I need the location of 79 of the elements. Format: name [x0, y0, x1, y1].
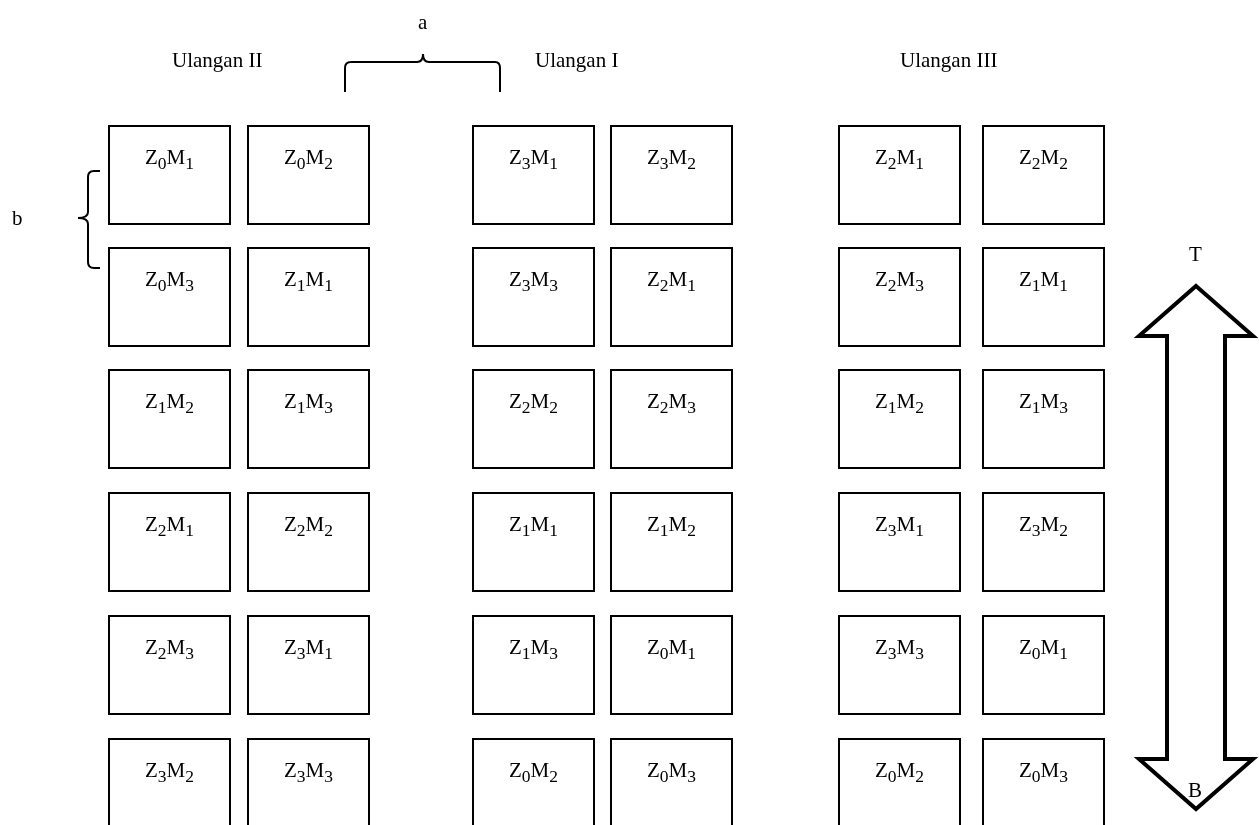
plot-box: [472, 492, 595, 592]
plot-code: Z$_{3}$M$_{1}$: [875, 512, 924, 542]
dimension-label: a: [418, 10, 428, 35]
plot-box: [472, 369, 595, 469]
plot-code: Z$_{1}$M$_{3}$: [509, 635, 558, 665]
plot-box: [247, 615, 370, 715]
plot-box: [108, 615, 231, 715]
plot-box: [108, 738, 231, 825]
dimension-label: b: [12, 206, 23, 231]
plot-box: [108, 492, 231, 592]
plot-code: Z$_{2}$M$_{3}$: [647, 389, 696, 419]
plot-box: [838, 247, 961, 347]
plot-code: Z$_{2}$M$_{1}$: [145, 512, 194, 542]
plot-box: [108, 369, 231, 469]
plot-code: Z$_{3}$M$_{1}$: [284, 635, 333, 665]
plot-code: Z$_{0}$M$_{3}$: [145, 267, 194, 297]
plot-code: Z$_{0}$M$_{2}$: [509, 758, 558, 788]
plot-code: Z$_{1}$M$_{2}$: [145, 389, 194, 419]
plot-box: [838, 125, 961, 225]
plot-code: Z$_{0}$M$_{1}$: [647, 635, 696, 665]
plot-code: Z$_{2}$M$_{1}$: [875, 145, 924, 175]
plot-code: Z$_{3}$M$_{2}$: [145, 758, 194, 788]
plot-code: Z$_{3}$M$_{1}$: [509, 145, 558, 175]
plot-box: [838, 492, 961, 592]
plot-box: [982, 615, 1105, 715]
plot-box: [838, 369, 961, 469]
plot-code: Z$_{2}$M$_{2}$: [284, 512, 333, 542]
plot-box: [108, 125, 231, 225]
plot-code: Z$_{3}$M$_{3}$: [509, 267, 558, 297]
plot-code: Z$_{0}$M$_{3}$: [1019, 758, 1068, 788]
plot-code: Z$_{0}$M$_{2}$: [284, 145, 333, 175]
plot-code: Z$_{2}$M$_{3}$: [875, 267, 924, 297]
plot-box: [610, 125, 733, 225]
plot-code: Z$_{0}$M$_{3}$: [647, 758, 696, 788]
plot-box: [610, 369, 733, 469]
plot-code: Z$_{3}$M$_{2}$: [1019, 512, 1068, 542]
plot-code: Z$_{2}$M$_{2}$: [1019, 145, 1068, 175]
plot-code: Z$_{3}$M$_{3}$: [284, 758, 333, 788]
plot-box: [982, 125, 1105, 225]
plot-box: [838, 738, 961, 825]
plot-code: Z$_{0}$M$_{2}$: [875, 758, 924, 788]
plot-box: [610, 615, 733, 715]
plot-box: [472, 738, 595, 825]
plot-code: Z$_{1}$M$_{2}$: [647, 512, 696, 542]
plot-box: [247, 369, 370, 469]
plot-code: Z$_{1}$M$_{1}$: [1019, 267, 1068, 297]
plot-code: Z$_{1}$M$_{1}$: [509, 512, 558, 542]
block-title: Ulangan II: [172, 48, 263, 73]
direction-label: T: [1189, 242, 1202, 267]
plot-code: Z$_{2}$M$_{2}$: [509, 389, 558, 419]
plot-code: Z$_{0}$M$_{1}$: [1019, 635, 1068, 665]
plot-box: [472, 247, 595, 347]
plot-code: Z$_{2}$M$_{1}$: [647, 267, 696, 297]
plot-code: Z$_{3}$M$_{2}$: [647, 145, 696, 175]
plot-box: [247, 738, 370, 825]
block-title: Ulangan III: [900, 48, 998, 73]
plot-box: [982, 369, 1105, 469]
plot-code: Z$_{1}$M$_{3}$: [1019, 389, 1068, 419]
plot-box: [838, 615, 961, 715]
plot-box: [610, 492, 733, 592]
plot-code: Z$_{3}$M$_{3}$: [875, 635, 924, 665]
plot-code: Z$_{0}$M$_{1}$: [145, 145, 194, 175]
direction-label: B: [1188, 778, 1202, 803]
plot-box: [247, 125, 370, 225]
plot-box: [108, 247, 231, 347]
plot-box: [982, 247, 1105, 347]
plot-code: Z$_{2}$M$_{3}$: [145, 635, 194, 665]
plot-code: Z$_{1}$M$_{1}$: [284, 267, 333, 297]
plot-box: [472, 125, 595, 225]
plot-box: [610, 247, 733, 347]
plot-code: Z$_{1}$M$_{2}$: [875, 389, 924, 419]
plot-box: [982, 492, 1105, 592]
plot-box: [610, 738, 733, 825]
plot-box: [982, 738, 1105, 825]
plot-box: [247, 247, 370, 347]
plot-box: [247, 492, 370, 592]
plot-box: [472, 615, 595, 715]
plot-code: Z$_{1}$M$_{3}$: [284, 389, 333, 419]
block-title: Ulangan I: [535, 48, 619, 73]
